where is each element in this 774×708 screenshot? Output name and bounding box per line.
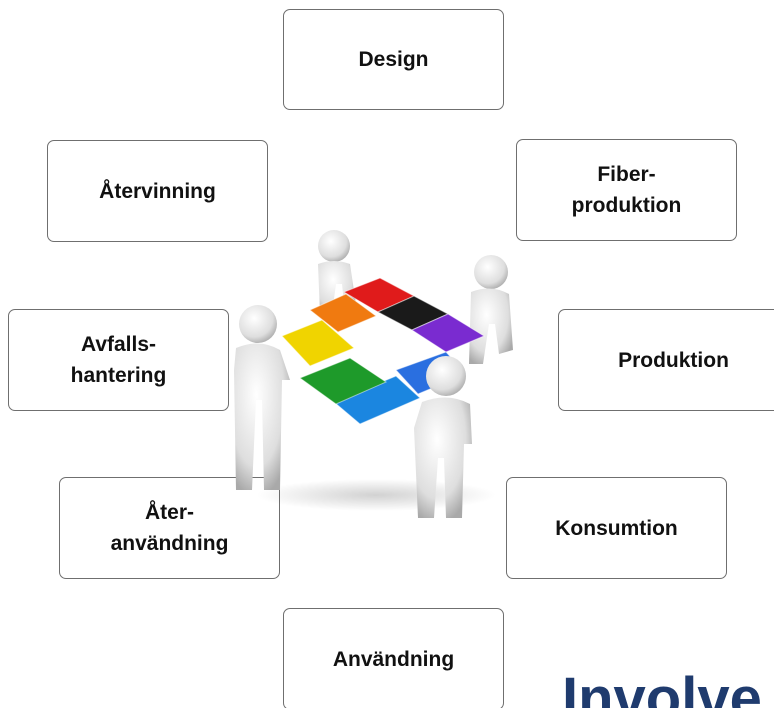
puzzle-people-illustration — [226, 220, 526, 520]
puzzle-piece-green — [298, 357, 388, 405]
node-usage: Användning — [283, 608, 504, 708]
puzzle-piece-orange — [309, 293, 378, 333]
slide-heading: Involve — [562, 666, 762, 708]
node-design: Design — [283, 9, 504, 110]
node-fiber-production: Fiber- produktion — [516, 139, 737, 241]
puzzle-piece-yellow — [281, 319, 355, 367]
puzzle-piece-purple — [410, 313, 486, 353]
front-left-person — [234, 305, 290, 490]
node-consumption: Konsumtion — [506, 477, 727, 579]
node-recycling: Återvinning — [47, 140, 268, 242]
front-right-person — [414, 356, 472, 518]
node-production: Produktion — [558, 309, 774, 411]
node-waste-management: Avfalls- hantering — [8, 309, 229, 411]
node-reuse: Åter- användning — [59, 477, 280, 579]
back-right-person — [469, 255, 513, 364]
